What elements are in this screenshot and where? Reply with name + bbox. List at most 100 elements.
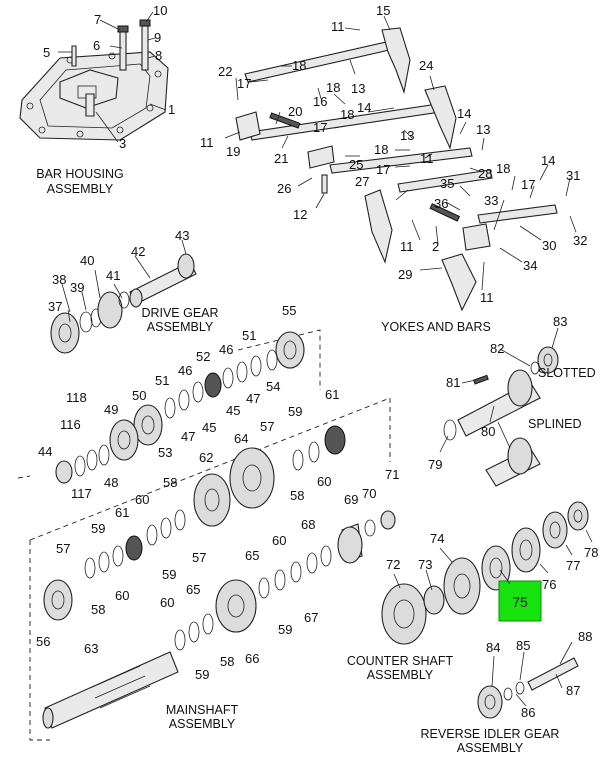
callout-6[interactable]: 6 xyxy=(93,38,100,53)
callout-60-b[interactable]: 60 xyxy=(135,492,149,507)
callout-27[interactable]: 27 xyxy=(355,174,369,189)
callout-41[interactable]: 41 xyxy=(106,268,120,283)
callout-60-d[interactable]: 60 xyxy=(272,533,286,548)
callout-70[interactable]: 70 xyxy=(362,486,376,501)
callout-9[interactable]: 9 xyxy=(154,30,161,45)
callout-32[interactable]: 32 xyxy=(573,233,587,248)
callout-33[interactable]: 33 xyxy=(484,193,498,208)
callout-83[interactable]: 83 xyxy=(553,314,567,329)
callout-60-e[interactable]: 60 xyxy=(160,595,174,610)
callout-58-c[interactable]: 58 xyxy=(91,602,105,617)
callout-1[interactable]: 1 xyxy=(168,102,175,117)
callout-16[interactable]: 16 xyxy=(313,94,327,109)
callout-116[interactable]: 116 xyxy=(60,417,81,432)
callout-87[interactable]: 87 xyxy=(566,683,580,698)
callout-8[interactable]: 8 xyxy=(155,48,162,63)
callout-69[interactable]: 69 xyxy=(344,492,358,507)
callout-39[interactable]: 39 xyxy=(70,280,84,295)
callout-74[interactable]: 74 xyxy=(430,531,444,546)
callout-44[interactable]: 44 xyxy=(38,444,52,459)
callout-18-a[interactable]: 18 xyxy=(292,58,306,73)
callout-2[interactable]: 2 xyxy=(432,239,439,254)
callout-51-b[interactable]: 51 xyxy=(155,373,169,388)
callout-45-a[interactable]: 45 xyxy=(226,403,240,418)
callout-17-a[interactable]: 17 xyxy=(237,76,251,91)
callout-66[interactable]: 66 xyxy=(245,651,259,666)
callout-61-b[interactable]: 61 xyxy=(115,505,129,520)
callout-47-b[interactable]: 47 xyxy=(181,429,195,444)
callout-14-b[interactable]: 14 xyxy=(457,106,471,121)
callout-34[interactable]: 34 xyxy=(523,258,537,273)
callout-48[interactable]: 48 xyxy=(104,475,118,490)
callout-71[interactable]: 71 xyxy=(385,467,399,482)
callout-59-d[interactable]: 59 xyxy=(278,622,292,637)
callout-10[interactable]: 10 xyxy=(153,3,167,18)
callout-46-b[interactable]: 46 xyxy=(178,363,192,378)
callout-28[interactable]: 28 xyxy=(478,166,492,181)
callout-18-d[interactable]: 18 xyxy=(374,142,388,157)
callout-11-a[interactable]: 11 xyxy=(331,19,345,34)
callout-21[interactable]: 21 xyxy=(274,151,288,166)
callout-68[interactable]: 68 xyxy=(301,517,315,532)
callout-85[interactable]: 85 xyxy=(516,638,530,653)
callout-26[interactable]: 26 xyxy=(277,181,291,196)
callout-15[interactable]: 15 xyxy=(376,3,390,18)
callout-40[interactable]: 40 xyxy=(80,253,94,268)
callout-38[interactable]: 38 xyxy=(52,272,66,287)
callout-77[interactable]: 77 xyxy=(566,558,580,573)
callout-31[interactable]: 31 xyxy=(566,168,580,183)
callout-37[interactable]: 37 xyxy=(48,299,62,314)
callout-117[interactable]: 117 xyxy=(71,486,92,501)
callout-20[interactable]: 20 xyxy=(288,104,302,119)
callout-11-c[interactable]: 11 xyxy=(420,151,434,166)
callout-18-c[interactable]: 18 xyxy=(340,107,354,122)
callout-65-b[interactable]: 65 xyxy=(186,582,200,597)
callout-45-b[interactable]: 45 xyxy=(202,420,216,435)
callout-118[interactable]: 118 xyxy=(66,390,87,405)
callout-18-b[interactable]: 18 xyxy=(326,80,340,95)
callout-62[interactable]: 62 xyxy=(199,450,213,465)
callout-42[interactable]: 42 xyxy=(131,244,145,259)
callout-76[interactable]: 76 xyxy=(542,577,556,592)
callout-13-a[interactable]: 13 xyxy=(351,81,365,96)
callout-59-b[interactable]: 59 xyxy=(91,521,105,536)
callout-29[interactable]: 29 xyxy=(398,267,412,282)
callout-53[interactable]: 53 xyxy=(158,445,172,460)
callout-59-a[interactable]: 59 xyxy=(288,404,302,419)
callout-79[interactable]: 79 xyxy=(428,457,442,472)
callout-56[interactable]: 56 xyxy=(36,634,50,649)
callout-58-d[interactable]: 58 xyxy=(220,654,234,669)
callout-22[interactable]: 22 xyxy=(218,64,232,79)
callout-36[interactable]: 36 xyxy=(434,196,448,211)
callout-49[interactable]: 49 xyxy=(104,402,118,417)
callout-82[interactable]: 82 xyxy=(490,341,504,356)
callout-57-c[interactable]: 57 xyxy=(192,550,206,565)
callout-35[interactable]: 35 xyxy=(440,176,454,191)
callout-52[interactable]: 52 xyxy=(196,349,210,364)
callout-30[interactable]: 30 xyxy=(542,238,556,253)
callout-18-e[interactable]: 18 xyxy=(496,161,510,176)
callout-80[interactable]: 80 xyxy=(481,424,495,439)
callout-43[interactable]: 43 xyxy=(175,228,189,243)
callout-50[interactable]: 50 xyxy=(132,388,146,403)
callout-55[interactable]: 55 xyxy=(282,303,296,318)
callout-13-b[interactable]: 13 xyxy=(476,122,490,137)
callout-13-c[interactable]: 13 xyxy=(400,128,414,143)
callout-5[interactable]: 5 xyxy=(43,45,50,60)
callout-11-e[interactable]: 11 xyxy=(480,290,494,305)
callout-72[interactable]: 72 xyxy=(386,557,400,572)
callout-81[interactable]: 81 xyxy=(446,375,460,390)
callout-14-c[interactable]: 14 xyxy=(541,153,555,168)
callout-64[interactable]: 64 xyxy=(234,431,248,446)
callout-12[interactable]: 12 xyxy=(293,207,307,222)
callout-57-b[interactable]: 57 xyxy=(56,541,70,556)
callout-60-c[interactable]: 60 xyxy=(115,588,129,603)
callout-17-c[interactable]: 17 xyxy=(376,162,390,177)
callout-25[interactable]: 25 xyxy=(349,157,363,172)
highlighted-part-75-marker[interactable]: 75 xyxy=(498,569,542,622)
callout-58-a[interactable]: 58 xyxy=(290,488,304,503)
callout-24[interactable]: 24 xyxy=(419,58,433,73)
callout-17-d[interactable]: 17 xyxy=(521,177,535,192)
callout-61-a[interactable]: 61 xyxy=(325,387,339,402)
callout-84[interactable]: 84 xyxy=(486,640,500,655)
